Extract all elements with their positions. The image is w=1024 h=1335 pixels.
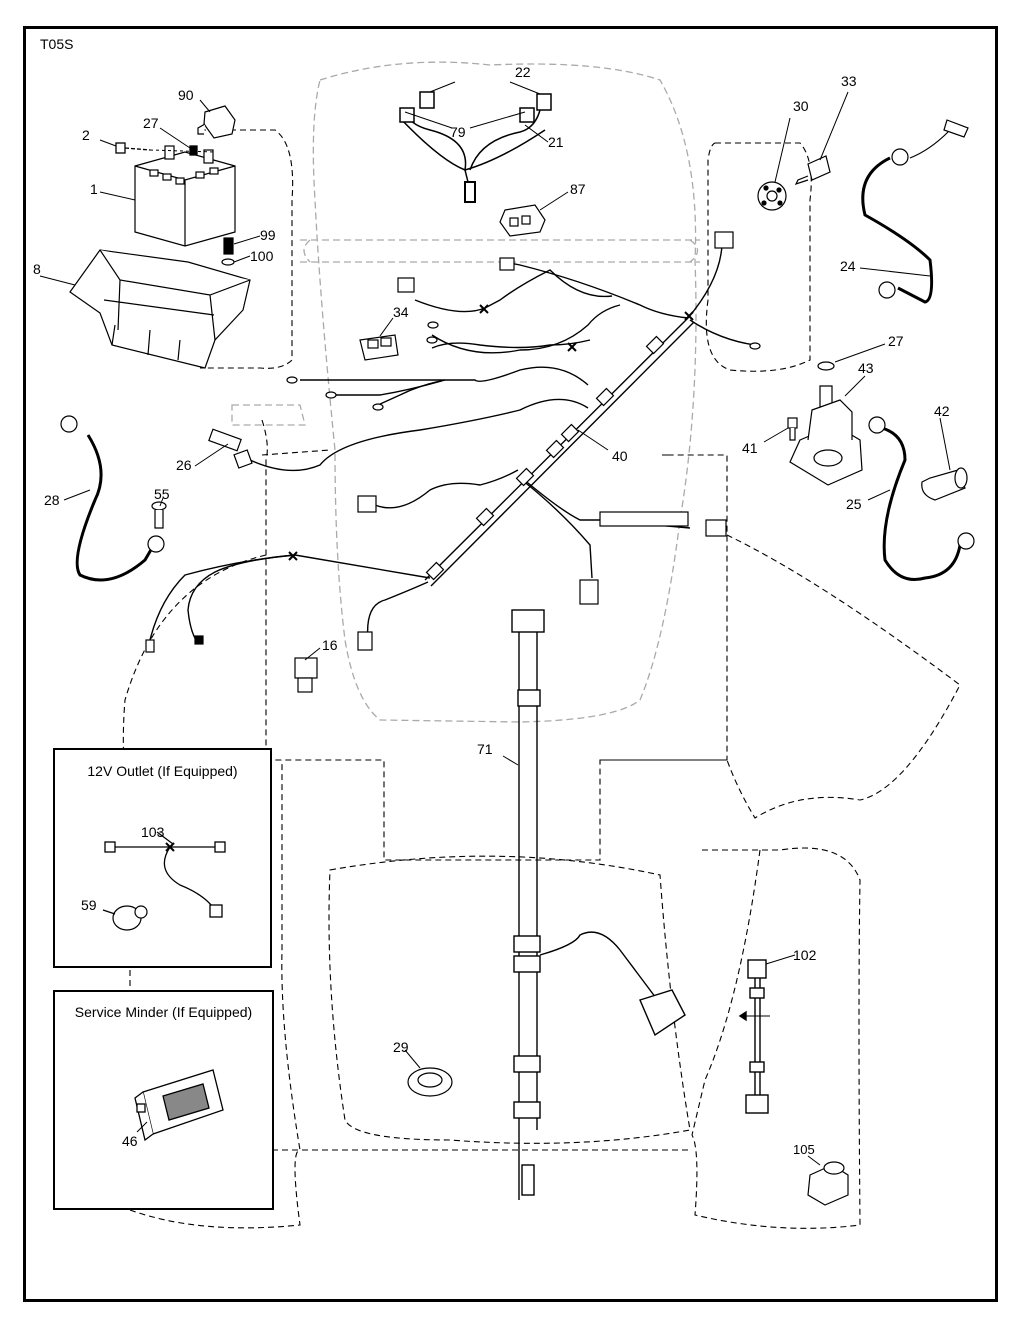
callout-25: 25 bbox=[846, 496, 862, 512]
horn-29-icon bbox=[407, 1067, 453, 1097]
callout-102: 102 bbox=[793, 947, 817, 963]
outlet-harness-icon bbox=[102, 831, 226, 931]
battery-icon bbox=[134, 145, 236, 247]
chassis-outline bbox=[122, 129, 961, 1229]
callout-33: 33 bbox=[841, 73, 857, 89]
inset-service-minder: Service Minder (If Equipped) 46 bbox=[53, 990, 274, 1210]
harness-connectors bbox=[145, 231, 761, 653]
harness-102-icon bbox=[738, 959, 770, 1114]
callout-22: 22 bbox=[515, 64, 531, 80]
callout-100: 100 bbox=[250, 248, 274, 264]
callout-leaders bbox=[39, 81, 951, 1166]
inset-title-12v-outlet: 12V Outlet (If Equipped) bbox=[87, 763, 238, 779]
callout-46: 46 bbox=[122, 1133, 138, 1149]
callout-42: 42 bbox=[934, 403, 950, 419]
headlight-harness-icon bbox=[399, 91, 552, 203]
callout-103: 103 bbox=[141, 824, 165, 840]
switch-34-icon bbox=[359, 334, 399, 361]
service-minder-icon bbox=[134, 1069, 224, 1142]
harness-71-icon bbox=[511, 609, 686, 1200]
terminal-cover-icon bbox=[197, 105, 236, 139]
callout-59: 59 bbox=[81, 897, 97, 913]
battery-tray-icon bbox=[69, 249, 251, 369]
callout-2: 2 bbox=[82, 127, 90, 143]
callout-79: 79 bbox=[450, 124, 466, 140]
ground-cable-28-icon bbox=[60, 415, 165, 582]
relay-16-icon bbox=[294, 657, 318, 693]
diagram-frame bbox=[23, 26, 998, 1302]
tray-bolt-icon bbox=[221, 237, 235, 266]
solenoid-icon bbox=[789, 361, 863, 486]
callout-1: 1 bbox=[90, 181, 98, 197]
callout-26: 26 bbox=[176, 457, 192, 473]
key-icon bbox=[794, 155, 831, 186]
callout-27-battery: 27 bbox=[143, 115, 159, 131]
ignition-switch-icon bbox=[757, 181, 787, 211]
callout-16: 16 bbox=[322, 637, 338, 653]
screw-55-icon bbox=[151, 501, 167, 529]
outlet-59-icon bbox=[102, 905, 148, 931]
callout-71: 71 bbox=[477, 741, 493, 757]
callout-34: 34 bbox=[393, 304, 409, 320]
battery-cable-24-icon bbox=[861, 119, 969, 304]
diagram-code: T05S bbox=[40, 36, 74, 52]
battery-cable-25-icon bbox=[868, 416, 975, 581]
terminal-boot-icon bbox=[921, 467, 968, 501]
callout-29: 29 bbox=[393, 1039, 409, 1055]
harness-clips bbox=[425, 335, 665, 581]
callout-55: 55 bbox=[154, 486, 170, 502]
callout-87: 87 bbox=[570, 181, 586, 197]
callout-21: 21 bbox=[548, 134, 564, 150]
callout-43: 43 bbox=[858, 360, 874, 376]
switch-87-icon bbox=[499, 204, 546, 237]
harness-junctions bbox=[288, 304, 694, 561]
inset-title-service-minder: Service Minder (If Equipped) bbox=[74, 1004, 253, 1020]
callout-27-solenoid: 27 bbox=[888, 333, 904, 349]
callout-30: 30 bbox=[793, 98, 809, 114]
callout-105: 105 bbox=[793, 1142, 815, 1157]
callout-90: 90 bbox=[178, 87, 194, 103]
inset-12v-outlet: 12V Outlet (If Equipped) 103 59 bbox=[53, 748, 272, 968]
battery-bolt-icon bbox=[115, 142, 216, 156]
callout-24: 24 bbox=[840, 258, 856, 274]
callout-99: 99 bbox=[260, 227, 276, 243]
bolt-41-icon bbox=[787, 417, 798, 441]
callout-28: 28 bbox=[44, 492, 60, 508]
callout-40: 40 bbox=[612, 448, 628, 464]
sensor-105-icon bbox=[807, 1161, 849, 1206]
callout-41: 41 bbox=[742, 440, 758, 456]
callout-8: 8 bbox=[33, 261, 41, 277]
